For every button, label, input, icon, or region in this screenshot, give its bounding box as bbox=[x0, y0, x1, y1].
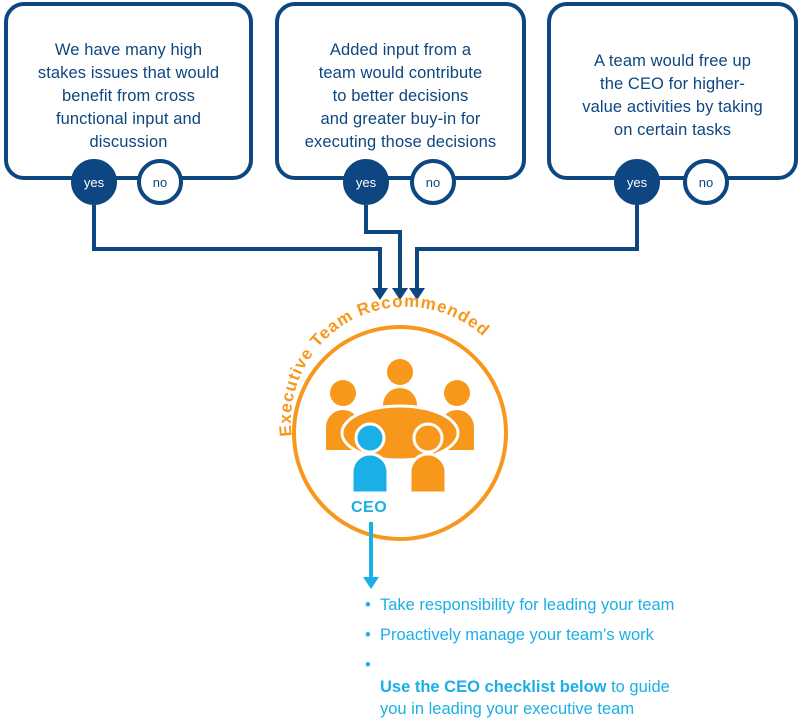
ceo-head bbox=[354, 422, 386, 454]
team-meeting-icon bbox=[326, 359, 474, 495]
ceo-body bbox=[350, 452, 390, 495]
arrow-head-q2 bbox=[392, 288, 408, 300]
ceo-arrow-head bbox=[363, 577, 379, 589]
arrow-head-q3 bbox=[409, 288, 425, 300]
action-list: • Take responsibility for leading your t… bbox=[363, 594, 674, 728]
action-item-1: • Take responsibility for leading your t… bbox=[363, 594, 674, 616]
no-label-3: no bbox=[698, 174, 714, 190]
question-text-1: We have many high stakes issues that wou… bbox=[37, 41, 220, 151]
bullet-icon: • bbox=[365, 656, 371, 674]
no-option-3[interactable]: no bbox=[683, 159, 729, 205]
action-text-1: Take responsibility for leading your tea… bbox=[380, 596, 675, 614]
yes-option-2[interactable]: yes bbox=[343, 159, 389, 205]
yes-label-3: yes bbox=[626, 174, 648, 190]
action-item-3: •Use the CEO checklist below to guide yo… bbox=[363, 654, 674, 720]
question-text-2: Added input from a team would contribute… bbox=[304, 41, 497, 151]
no-option-1[interactable]: no bbox=[137, 159, 183, 205]
connector-q1 bbox=[92, 205, 382, 290]
question-box-2: Added input from a team would contribute… bbox=[275, 2, 526, 180]
connector-q3 bbox=[415, 205, 639, 290]
person-head-back-center bbox=[387, 359, 413, 385]
flow-diagram: Executive Team Recommended We have many … bbox=[4, 2, 798, 718]
yes-label-2: yes bbox=[355, 174, 377, 190]
ceo-label: CEO bbox=[351, 499, 388, 516]
action-text-2: Proactively manage your team’s work bbox=[380, 626, 654, 644]
action-item-2: • Proactively manage your team’s work bbox=[363, 624, 674, 646]
person-head-front-right bbox=[412, 422, 444, 454]
connector-q2 bbox=[364, 205, 402, 290]
question-box-3: A team would free up the CEO for higher-… bbox=[547, 2, 798, 180]
bullet-icon: • bbox=[365, 596, 371, 614]
question-box-1: We have many high stakes issues that wou… bbox=[4, 2, 253, 180]
action-bold-3[interactable]: Use the CEO checklist below bbox=[380, 678, 607, 696]
yes-option-3[interactable]: yes bbox=[614, 159, 660, 205]
connector-layer: Executive Team Recommended bbox=[92, 205, 639, 589]
no-label-1: no bbox=[152, 174, 168, 190]
person-head-back-right bbox=[444, 380, 470, 406]
result-ring bbox=[292, 325, 508, 541]
bullet-icon: • bbox=[365, 626, 371, 644]
arrow-head-q1 bbox=[372, 288, 388, 300]
yes-label-1: yes bbox=[83, 174, 105, 190]
no-option-2[interactable]: no bbox=[410, 159, 456, 205]
question-text-3: A team would free up the CEO for higher-… bbox=[582, 52, 763, 139]
no-label-2: no bbox=[425, 174, 441, 190]
yes-option-1[interactable]: yes bbox=[71, 159, 117, 205]
person-head-back-left bbox=[330, 380, 356, 406]
person-body-front-right bbox=[408, 452, 448, 495]
